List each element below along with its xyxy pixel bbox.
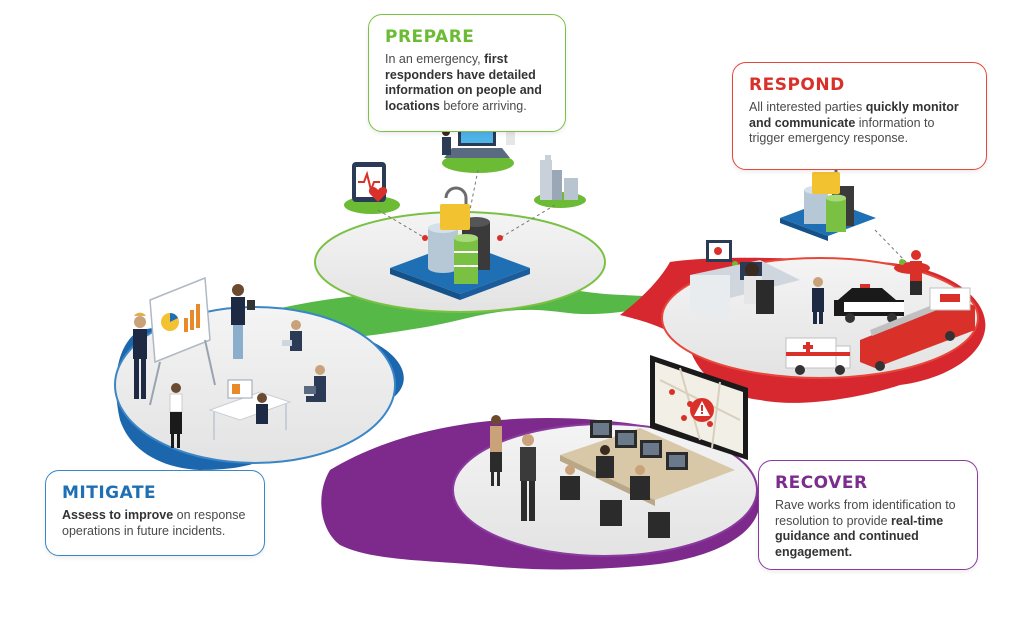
seated-man: [282, 320, 302, 351]
heart-monitor-icon: [352, 162, 388, 202]
prepare-database-stack: [390, 186, 530, 300]
recover-title: RECOVER: [775, 473, 868, 493]
respond-text-bold: quickly monitor and communicate: [749, 100, 959, 130]
respond-text-1: All interested parties: [749, 100, 866, 114]
mitigate-card: MITIGATE Assess to improve on response o…: [45, 470, 265, 556]
recover-text-bold: real-time guidance and continued engagem…: [775, 513, 944, 559]
mitigate-text-1: on response operations in future inciden…: [62, 508, 246, 538]
recover-text-1: Rave works from identification to resolu…: [775, 498, 956, 528]
respond-card: RESPOND All interested parties quickly m…: [732, 62, 987, 170]
respond-description: All interested parties quickly monitor a…: [749, 100, 972, 147]
mitigate-description: Assess to improve on response operations…: [62, 508, 250, 539]
standing-woman: [169, 383, 183, 448]
respond-database-stack: [780, 157, 876, 241]
prepare-card: PREPARE In an emergency, first responder…: [368, 14, 566, 132]
dispatcher-desk: [690, 240, 800, 317]
mitigate-text-bold: Assess to improve: [62, 508, 174, 522]
city-buildings-icon: [540, 155, 578, 200]
prepare-text-bold: first responders have detailed informati…: [385, 52, 542, 113]
respond-text-2: information to trigger emergency respons…: [749, 115, 935, 146]
supervisor-man: [520, 434, 536, 521]
operator-chairs: [560, 445, 670, 538]
standing-woman-tablet: [231, 284, 255, 359]
meeting-desk: [208, 379, 292, 440]
fire-truck-icon: [860, 287, 975, 371]
recover-card: RECOVER Rave works from identification t…: [758, 460, 978, 570]
database-icon: [428, 217, 490, 284]
recover-description: Rave works from identification to resolu…: [775, 498, 963, 560]
firefighter: [910, 250, 922, 295]
presenter-woman: [133, 312, 147, 399]
prepare-description: In an emergency, first responders have d…: [385, 52, 551, 114]
prepare-text-1: In an emergency,: [385, 52, 485, 66]
prepare-title: PREPARE: [385, 27, 475, 47]
map-display-wall: [650, 355, 748, 460]
presentation-board: [149, 276, 216, 406]
supervisor-woman: [490, 415, 502, 486]
seated-man-laptop: [304, 365, 326, 402]
prepare-text-2: before arriving.: [439, 98, 527, 113]
warning-icon: [690, 398, 714, 422]
mitigate-title: MITIGATE: [62, 483, 157, 503]
police-officer: [812, 277, 824, 324]
respond-title: RESPOND: [749, 75, 845, 95]
padlock-icon: [440, 186, 470, 230]
ambulance-icon: [785, 337, 851, 375]
police-car-icon: [834, 284, 904, 323]
